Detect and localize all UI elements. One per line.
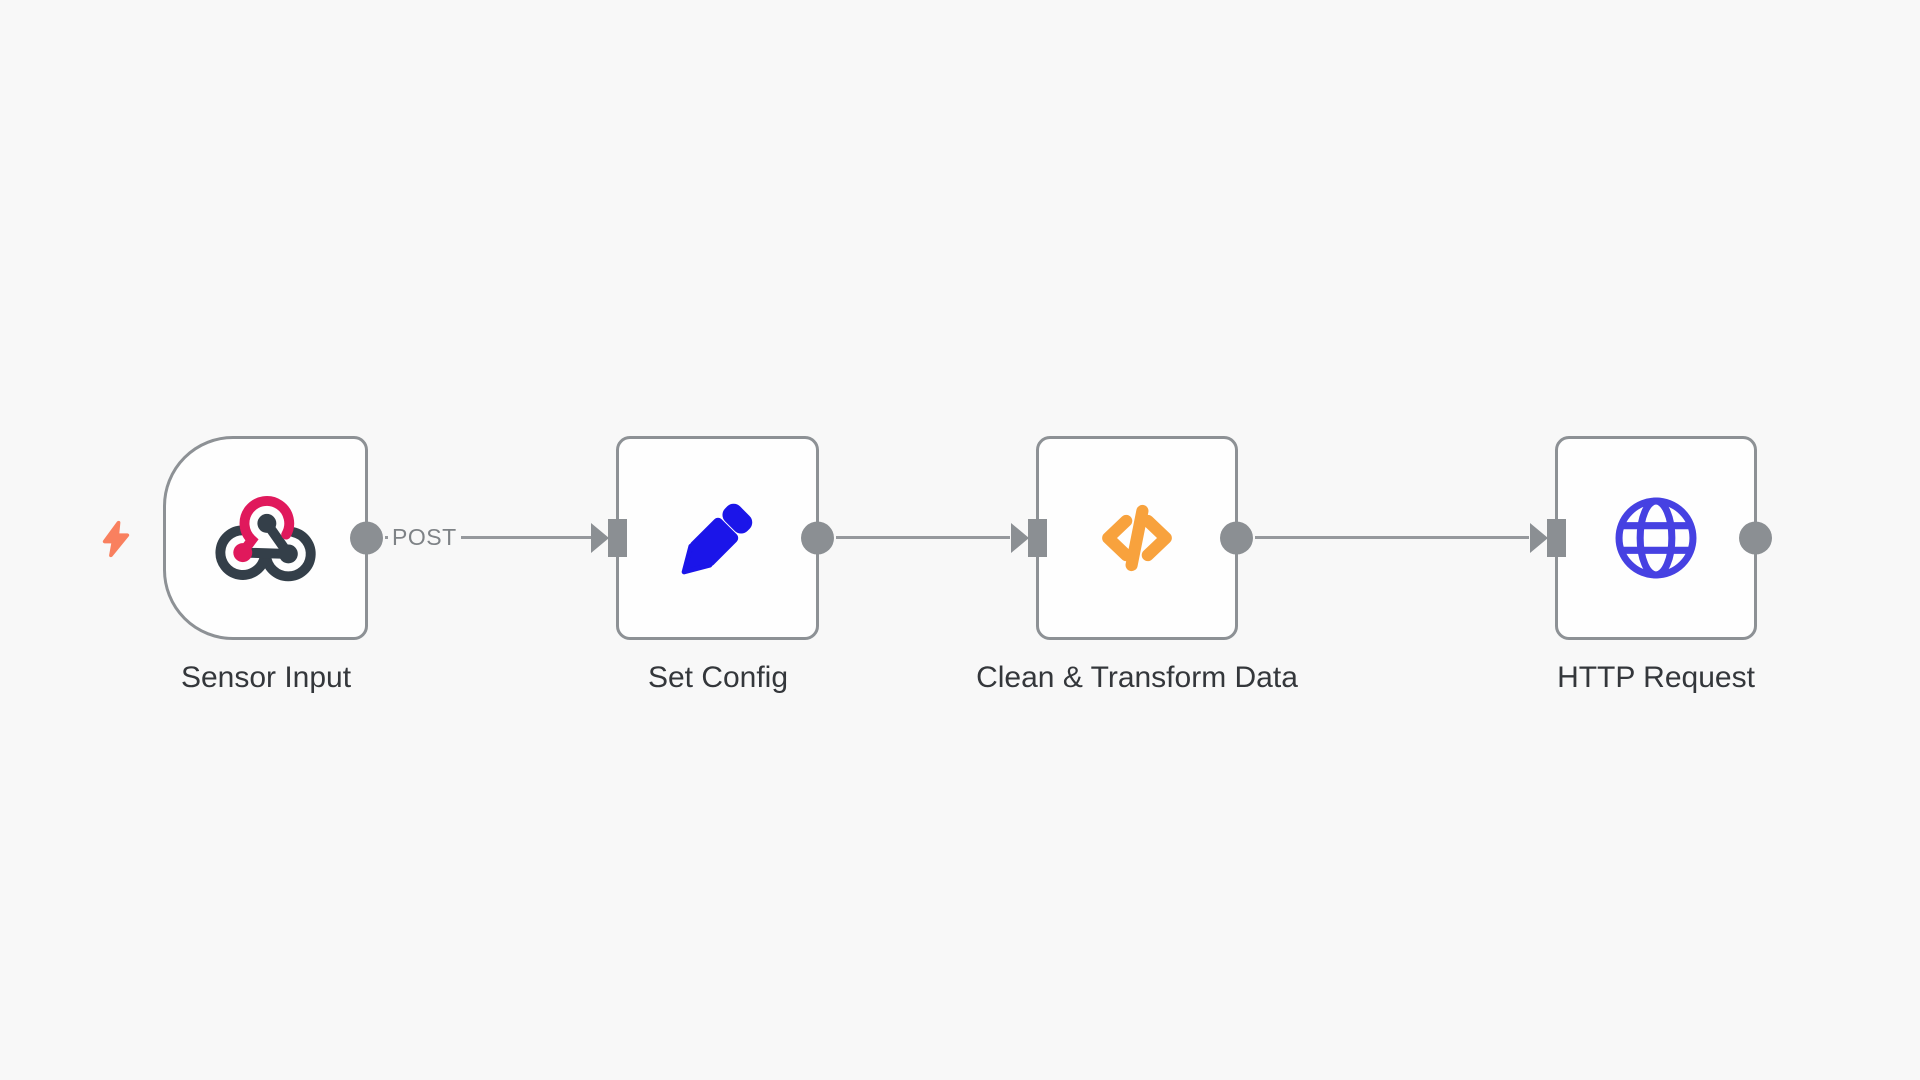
connection-sensor-to-set[interactable] [385,536,591,539]
input-port[interactable] [1547,519,1566,557]
input-port[interactable] [608,519,627,557]
connection-method-label: POST [388,523,461,551]
connection-clean-to-http[interactable] [1255,536,1529,539]
output-port[interactable] [350,521,383,555]
webhook-icon [214,496,316,582]
node-label: Clean & Transform Data [976,661,1298,694]
node-label: HTTP Request [1557,661,1755,694]
node-clean-transform-data[interactable] [1011,436,1253,640]
input-port-arrow [591,523,609,553]
globe-icon [1615,497,1697,579]
node-sensor-input[interactable] [163,436,383,640]
output-port[interactable] [1739,521,1772,555]
input-port-arrow [1530,523,1548,553]
lightning-bolt-icon [102,520,130,558]
node-set-config[interactable] [591,436,834,640]
output-port[interactable] [801,521,834,555]
node-label: Set Config [647,661,789,694]
node-http-request[interactable] [1530,436,1772,640]
code-icon [1102,504,1172,572]
pencil-icon [681,503,752,575]
connection-set-to-clean[interactable] [836,536,1010,539]
input-port[interactable] [1028,519,1047,557]
output-port[interactable] [1220,521,1253,555]
node-label: Sensor Input [180,661,352,694]
input-port-arrow [1011,523,1029,553]
